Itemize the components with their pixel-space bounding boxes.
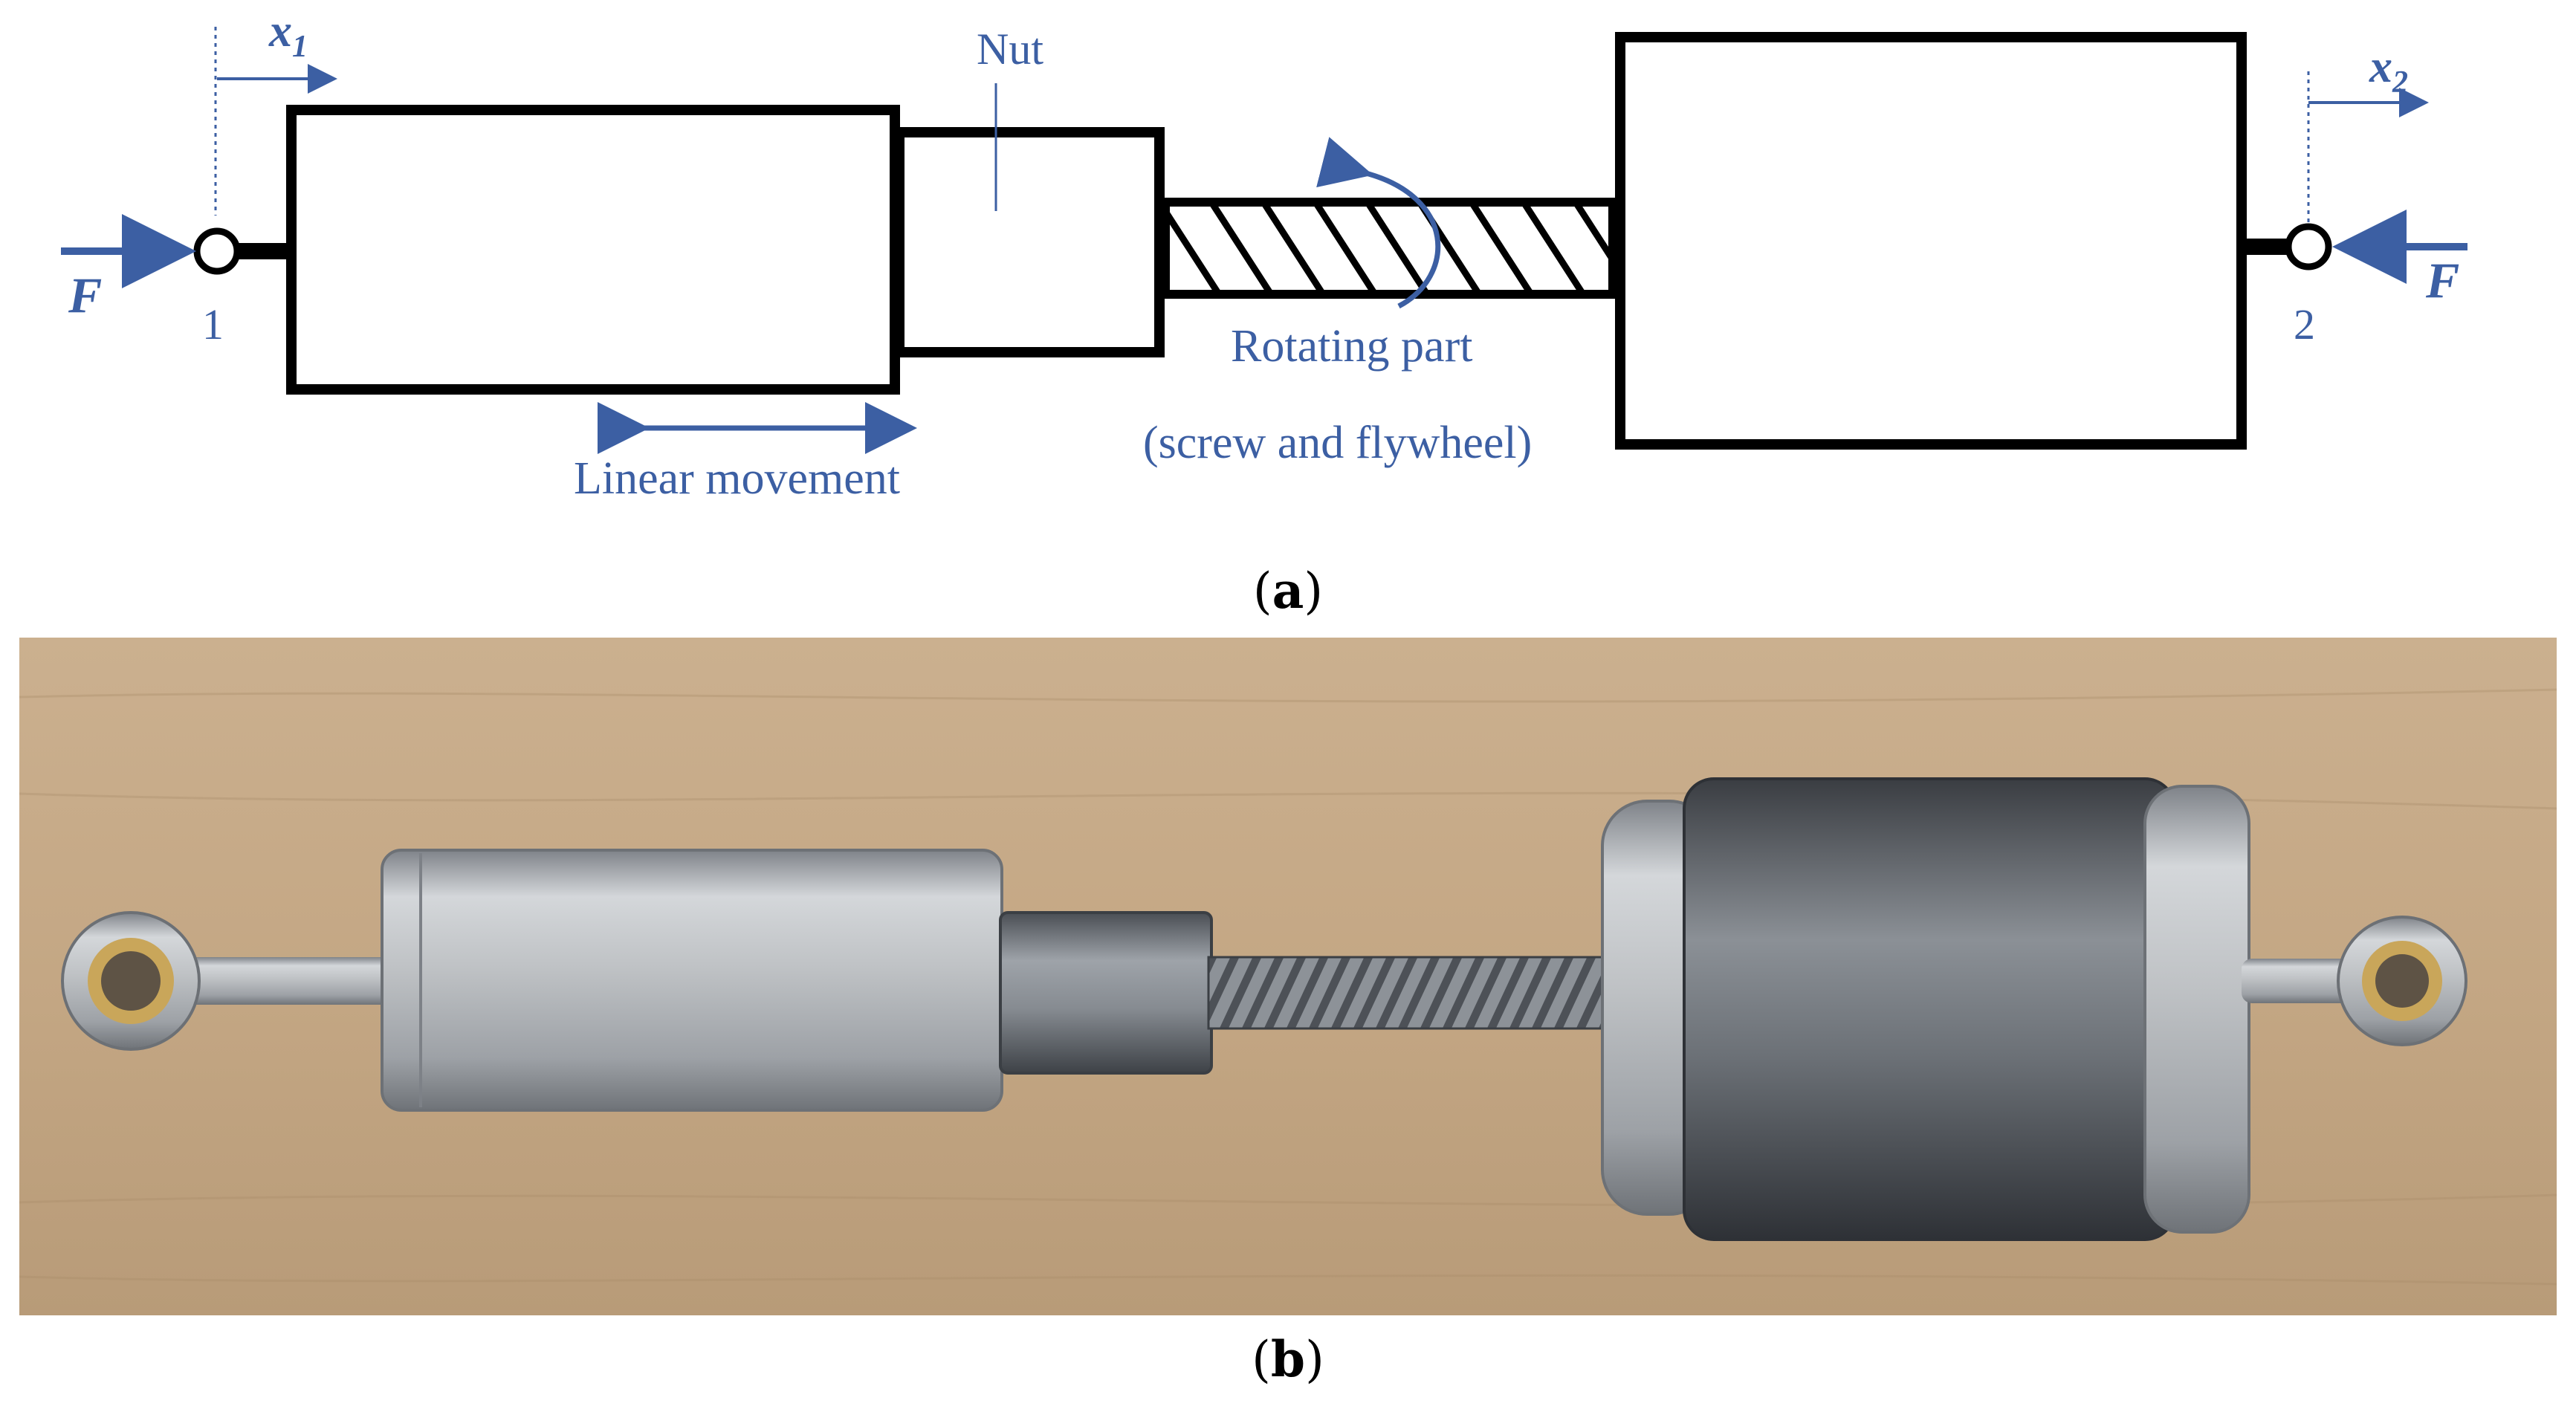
caption-b: (b): [1252, 1330, 1324, 1388]
schematic-diagram: x1 x2 Nut F F 1 2 Rotating part (screw a…: [61, 6, 2467, 504]
force-right-label: F: [2425, 252, 2459, 308]
left-cylinder-block: [286, 105, 900, 395]
x1-label: x1: [268, 6, 308, 64]
force-left-label: F: [68, 267, 102, 323]
flywheel-housing: [1601, 777, 2250, 1241]
threaded-screw: [1207, 956, 1671, 1030]
x2-label: x2: [2369, 42, 2408, 100]
flywheel-block: [1615, 32, 2247, 450]
node-2-circle: [2285, 223, 2332, 270]
rotation-arrow: [1316, 137, 1441, 309]
nut-collar: [999, 911, 1213, 1075]
linear-movement-label: Linear movement: [574, 453, 900, 504]
nut-label: Nut: [977, 25, 1043, 74]
nut-block: [894, 127, 1165, 357]
screw-shaft: [1161, 198, 1617, 299]
left-rod-end: [61, 911, 406, 1051]
device-photo: [19, 638, 2557, 1315]
caption-a: (a): [1252, 562, 1324, 620]
node-2-label: 2: [2294, 300, 2315, 349]
right-rod-end: [2242, 916, 2467, 1046]
node-1-circle: [193, 227, 241, 275]
node-1-label: 1: [202, 300, 224, 349]
left-cylinder: [381, 849, 1003, 1112]
rotating-part-detail-label: (screw and flywheel): [1143, 418, 1532, 468]
rotating-part-label: Rotating part: [1231, 321, 1472, 372]
